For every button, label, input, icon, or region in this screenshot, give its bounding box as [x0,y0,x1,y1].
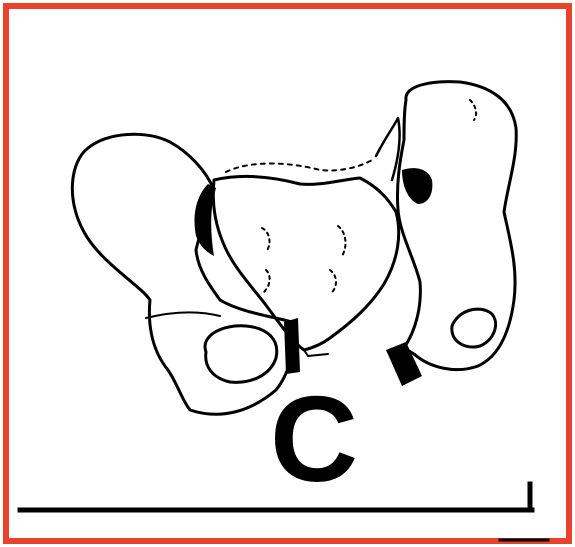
right-obturator-foramen [452,309,496,347]
sacrum [213,177,398,350]
right-hip-bone [397,82,516,370]
pubic-symphysis-left-shading [284,318,300,374]
left-obturator-foramen [205,326,277,383]
pubic-symphysis-right-shading [386,342,422,386]
right-sacroiliac-shading [402,168,432,204]
panel-label: C [270,378,358,500]
